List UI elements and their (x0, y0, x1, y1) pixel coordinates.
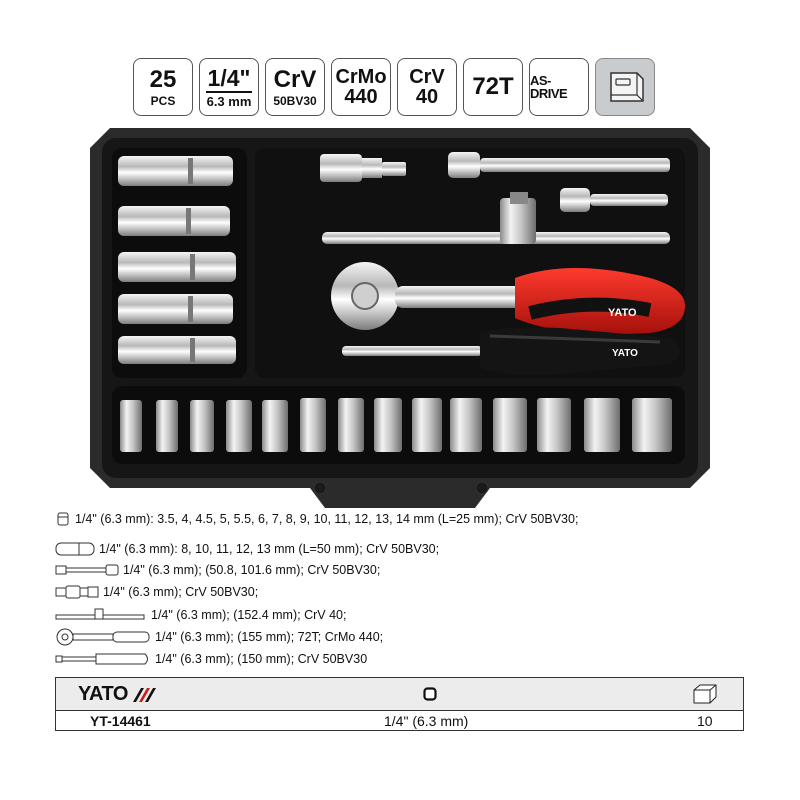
teeth-label: 72T (472, 73, 514, 100)
sliding-t-bar (322, 192, 670, 244)
ratchet-brand: YATO (608, 307, 637, 319)
extension-bar-icon (55, 564, 119, 576)
brand-logo: YATO (78, 683, 157, 706)
spec-text: 1/4" (6.3 mm): 8, 10, 11, 12, 13 mm (L=5… (99, 542, 440, 556)
deep-socket-icon (55, 542, 95, 556)
spec-short-sockets: 1/4" (6.3 mm): 3.5, 4, 4.5, 5, 5.5, 6, 7… (55, 510, 578, 528)
spec-text: 1/4" (6.3 mm); (50.8, 101.6 mm); CrV 50B… (123, 563, 381, 577)
drive-size-inch: 1/4" (205, 64, 253, 93)
ratchet-icon (56, 628, 150, 646)
brand-name: YATO (78, 683, 128, 705)
crmo-grade: 440 (344, 86, 378, 108)
short-sockets (120, 398, 672, 452)
spec-text: 1/4" (6.3 mm); (152.4 mm); CrV 40; (151, 608, 347, 622)
teeth-badge: 72T (463, 58, 523, 116)
crv-badge: CrV 50BV30 (265, 58, 325, 116)
screwdriver-brand: YATO (612, 348, 638, 359)
spec-universal-joint: 1/4" (6.3 mm); CrV 50BV30; (55, 583, 258, 601)
product-code: YT-14461 (90, 713, 151, 729)
pieces-unit: PCS (150, 93, 176, 108)
yato-logo-icon (132, 687, 156, 702)
universal-joint-icon (55, 585, 99, 599)
table-header: YATO (56, 678, 743, 711)
spec-spinner-handle: 1/4" (6.3 mm); (150 mm); CrV 50BV30 (55, 650, 367, 668)
t-bar-icon (55, 608, 145, 620)
crv40-label: CrV (409, 66, 445, 88)
drive-size-mm: 6.3 mm (206, 93, 252, 109)
as-drive-label: AS-DRIVE (530, 73, 568, 101)
case-icon (595, 58, 655, 116)
spec-t-bar: 1/4" (6.3 mm); (152.4 mm); CrV 40; (55, 606, 346, 624)
as-drive-badge: AS-DRIVE (529, 58, 589, 116)
square-drive-icon (423, 687, 437, 701)
spinner-handle-icon (55, 653, 148, 665)
spec-text: 1/4" (6.3 mm); CrV 50BV30; (103, 585, 259, 599)
box-icon (693, 684, 717, 704)
table-row: YT-14461 1/4" (6.3 mm) 10 (56, 711, 743, 731)
crmo-label: CrMo (335, 66, 387, 88)
extension-bar-long (448, 152, 670, 178)
drive-size-badge: 1/4" 6.3 mm (199, 58, 259, 116)
pieces-badge: 25 PCS (133, 58, 193, 116)
crv40-grade: 40 (415, 86, 439, 108)
crv-grade: 50BV30 (273, 93, 317, 108)
universal-joint (320, 154, 406, 182)
spec-text: 1/4" (6.3 mm); (155 mm); 72T; CrMo 440; (155, 630, 384, 644)
spinner-handle: YATO (342, 327, 680, 376)
package-quantity: 10 (697, 713, 713, 729)
deep-sockets (118, 156, 236, 364)
product-table: YATO YT-14461 1/4" (6.3 mm) 10 (55, 677, 744, 731)
pieces-count: 25 (149, 65, 177, 93)
drive-size: 1/4" (6.3 mm) (384, 713, 469, 729)
tool-case-photo: YATO YATO (90, 128, 710, 508)
feature-badges: 25 PCS 1/4" 6.3 mm CrV 50BV30 CrMo 440 C… (133, 58, 655, 118)
crmo-badge: CrMo 440 (331, 58, 391, 116)
spec-ratchet: 1/4" (6.3 mm); (155 mm); 72T; CrMo 440; (55, 628, 383, 646)
crv-label: CrV (273, 65, 317, 93)
short-socket-icon (57, 512, 69, 526)
spec-text: 1/4" (6.3 mm); (150 mm); CrV 50BV30 (155, 652, 368, 666)
spec-text: 1/4" (6.3 mm): 3.5, 4, 4.5, 5, 5.5, 6, 7… (75, 512, 579, 526)
spec-extension-bars: 1/4" (6.3 mm); (50.8, 101.6 mm); CrV 50B… (55, 561, 380, 579)
ratchet-handle: YATO (331, 262, 685, 334)
extension-bar-short (560, 188, 668, 212)
spec-deep-sockets: 1/4" (6.3 mm): 8, 10, 11, 12, 13 mm (L=5… (55, 540, 439, 558)
crv40-badge: CrV 40 (397, 58, 457, 116)
